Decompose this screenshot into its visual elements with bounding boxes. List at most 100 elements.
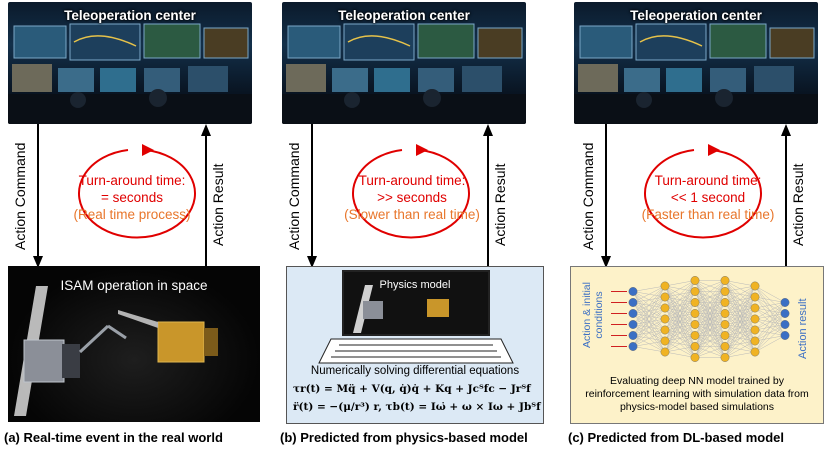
neural-network-diagram [611,276,790,362]
nn-node [690,342,700,351]
nn-edge [724,285,756,336]
nn-edge [694,280,726,303]
nn-edge [694,280,726,325]
nn-node [660,292,670,302]
teleoperation-center-photo: Teleoperation center [282,2,526,124]
nn-node [750,281,760,291]
nn-edge [664,280,696,309]
turnaround-value: = seconds [101,190,163,205]
nn-node [720,298,730,307]
nn-node [690,320,700,329]
nn-edge [664,324,696,353]
physics-subtitle: Numerically solving differential equatio… [310,365,520,377]
nn-edge [664,280,696,298]
nn-edge [632,285,666,336]
nn-input-label: Action & initial conditions [581,282,605,348]
isam-title: ISAM operation in space [60,278,208,293]
caption-b: (b) Predicted from physics-based model [280,430,528,445]
cycle-arrow-icon [78,144,196,239]
nn-node [720,276,730,285]
turnaround-text: Turn-around time: = seconds (Real time p… [32,172,232,223]
nn-edge [694,280,726,336]
nn-node [690,287,700,296]
turnaround-value: >> seconds [377,190,447,205]
nn-edge [694,324,726,358]
turnaround-text: Turn-around time: >> seconds (Slower tha… [312,172,512,223]
nn-edge [754,302,786,331]
nn-node [628,320,638,329]
nn-edge [724,329,756,358]
nn-node [628,331,638,340]
nn-edge [754,296,786,303]
nn-node [750,347,760,357]
nn-edge [664,346,696,353]
nn-node [660,314,670,324]
control-room-illustration [282,23,526,124]
action-command-label: Action Command [286,142,302,250]
nn-node [690,298,700,307]
nn-edge [724,351,756,358]
nn-edge [724,285,756,325]
nn-node [750,325,760,335]
nn-node [660,336,670,346]
action-result-up-arrow [483,124,493,268]
turnaround-value: << 1 second [670,190,746,205]
nn-edge [754,313,786,353]
nn-node [720,287,730,296]
nn-node [628,298,638,307]
nn-edge [664,335,696,353]
action-result-up-arrow [201,124,211,268]
nn-edge [754,324,786,353]
action-command-down-arrow [601,124,611,268]
nn-edge [632,340,666,347]
action-command-down-arrow [33,124,43,268]
control-room-illustration [8,23,252,124]
panel-physics-model: Teleoperation center Action Command Acti… [274,0,550,450]
turnaround-label: Turn-around time: [78,173,186,188]
nn-edge [724,285,756,292]
nn-node [720,342,730,351]
nn-node [660,303,670,313]
nn-edge [754,335,786,353]
nn-edge [754,302,786,342]
nn-edge [632,318,666,347]
nn-node [690,276,700,285]
cycle-arrow-icon [352,144,470,239]
nn-node [660,325,670,335]
nn-node [720,331,730,340]
nn-edge [664,280,696,287]
nn-node [628,287,638,296]
physics-model-title: Physics model [379,279,451,291]
nn-edge [664,280,696,353]
teleoperation-title: Teleoperation center [64,8,196,23]
teleoperation-center-photo: Teleoperation center [574,2,818,124]
nn-edge [694,280,726,347]
nn-output-label: Action result [797,298,809,359]
nn-edge [664,313,696,353]
nn-edge [664,280,696,331]
control-room-illustration [574,23,818,124]
cycle-arrow-icon [644,144,762,239]
turnaround-label: Turn-around time: [654,173,762,188]
nn-edge [694,280,726,292]
nn-node [628,309,638,318]
nn-edge [694,313,726,358]
nn-edge [694,302,726,358]
nn-edge [632,307,666,347]
action-command-label: Action Command [12,142,28,250]
nn-edge [664,351,696,358]
nn-edge [632,285,666,314]
nn-edge [724,280,756,287]
nn-node [780,309,790,318]
nn-edge [664,291,696,353]
laptop-illustration [318,270,514,364]
action-result-up-arrow [781,124,791,268]
nn-edge [754,285,786,303]
nn-node [660,281,670,291]
nn-edge [694,346,726,358]
nn-edge [664,302,696,353]
nn-edge [664,280,696,320]
caption-a: (a) Real-time event in the real world [4,430,223,445]
dl-model-box: Action & initial conditions Action resul… [570,266,824,424]
turnaround-note: (Real time process) [73,207,191,222]
